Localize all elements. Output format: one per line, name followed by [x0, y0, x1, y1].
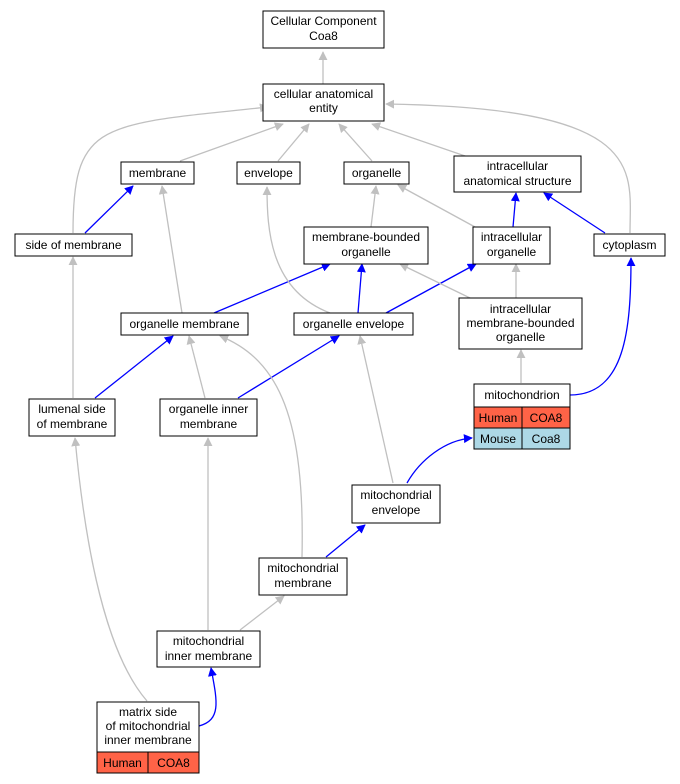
node-label: organelle envelope — [303, 317, 405, 331]
annotation-species: Human — [103, 756, 142, 770]
edge-mm-to-me — [325, 524, 366, 558]
node-label: organelle — [496, 330, 546, 344]
edge-msmim-to-mim — [198, 667, 217, 727]
node-envelope[interactable]: envelope — [236, 161, 301, 185]
edge-om-to-mbo — [213, 263, 331, 314]
node-label: membrane — [129, 166, 187, 180]
edge-mim-to-mm — [239, 595, 285, 631]
node-label: envelope — [372, 503, 421, 517]
node-label: lumenal side — [38, 402, 106, 416]
node-intracellular-membrane-bounded-organelle[interactable]: intracellular membrane-bounded organelle — [458, 297, 583, 350]
node-mitochondrial-envelope[interactable]: mitochondrial envelope — [351, 484, 441, 524]
edge-oe-to-mbo — [356, 263, 366, 314]
edge-envelope-to-cae — [277, 123, 310, 162]
annotation-species: Mouse — [480, 432, 516, 446]
node-label: membrane — [274, 576, 332, 590]
edge-mito-to-cytoplasm — [569, 257, 636, 396]
node-label: organelle — [352, 166, 402, 180]
annotation-gene: COA8 — [530, 411, 563, 425]
node-membrane[interactable]: membrane — [120, 161, 195, 185]
node-label: inner membrane — [165, 649, 253, 663]
node-label: entity — [309, 101, 338, 115]
edge-cytoplasm-to-cae — [385, 99, 631, 234]
edge-som-to-cae — [72, 103, 269, 234]
node-organelle-membrane[interactable]: organelle membrane — [120, 312, 249, 336]
annotation-gene: COA8 — [157, 756, 190, 770]
node-label: mitochondrial — [360, 488, 431, 502]
node-lumenal-side-of-membrane[interactable]: lumenal side of membrane — [28, 398, 116, 437]
edge-organelle-to-cae — [338, 123, 373, 162]
node-label: organelle — [341, 245, 391, 259]
node-label: cytoplasm — [602, 238, 656, 252]
node-label: mitochondrial — [173, 634, 244, 648]
edges — [68, 51, 636, 727]
node-label: membrane-bounded — [312, 230, 420, 244]
node-label: intracellular — [481, 230, 542, 244]
edge-om-to-membrane — [158, 185, 183, 314]
node-label: side of membrane — [25, 238, 121, 252]
edge-ias-to-cae — [371, 122, 469, 158]
node-label: membrane-bounded — [466, 316, 574, 330]
node-label: matrix side — [119, 705, 177, 719]
annotation-mouse-gene-cell — [521, 427, 571, 450]
edge-som-to-membrane — [84, 185, 134, 234]
node-organelle-inner-membrane[interactable]: organelle inner membrane — [159, 398, 258, 437]
edge-io-to-organelle — [397, 184, 476, 228]
edge-oe-to-io — [385, 263, 477, 314]
node-intracellular-anatomical-structure[interactable]: intracellular anatomical structure — [453, 155, 582, 193]
node-cellular-anatomical-entity[interactable]: cellular anatomical entity — [262, 83, 385, 122]
node-label: of mitochondrial — [106, 719, 191, 733]
node-organelle-envelope[interactable]: organelle envelope — [293, 312, 414, 336]
node-label: intracellular — [490, 302, 551, 316]
edge-oim-to-oe — [237, 335, 340, 399]
node-organelle[interactable]: organelle — [343, 161, 410, 185]
node-matrix-side-of-mitochondrial-inner-membrane[interactable]: matrix side of mitochondrial inner membr… — [96, 701, 200, 774]
node-mitochondrial-membrane[interactable]: mitochondrial membrane — [258, 557, 348, 596]
node-intracellular-organelle[interactable]: intracellular organelle — [472, 226, 551, 265]
node-label: organelle — [487, 245, 537, 259]
node-label: anatomical structure — [463, 174, 571, 188]
node-label: organelle membrane — [129, 317, 239, 331]
edge-oe-to-envelope — [262, 186, 331, 314]
edge-imbo-to-mbo — [399, 263, 471, 299]
annotation-human-gene-cell — [147, 751, 200, 774]
edge-me-to-mito — [406, 434, 473, 484]
node-label: envelope — [244, 166, 293, 180]
edge-mbo-to-organelle — [370, 185, 380, 228]
node-label: of membrane — [37, 417, 108, 431]
node-label: intracellular — [487, 159, 548, 173]
edge-cytoplasm-to-ias — [543, 192, 606, 234]
edge-membrane-to-cae — [179, 122, 284, 162]
node-side-of-membrane[interactable]: side of membrane — [14, 233, 133, 257]
node-label: mitochondrion — [484, 388, 559, 402]
edge-oim-to-om — [186, 335, 206, 399]
edge-me-to-oe — [357, 335, 394, 484]
node-membrane-bounded-organelle[interactable]: membrane-bounded organelle — [303, 226, 429, 265]
annotation-species: Human — [479, 411, 518, 425]
node-label: cellular anatomical — [274, 87, 373, 101]
node-label: inner membrane — [104, 733, 192, 747]
node-label: Cellular Component — [270, 14, 377, 28]
edge-io-to-ias — [510, 192, 520, 228]
node-mitochondrion[interactable]: mitochondrion Human COA8 Mouse Coa8 — [473, 383, 571, 450]
edge-msmim-to-lsm — [71, 437, 148, 702]
node-label: membrane — [180, 417, 238, 431]
node-label: Coa8 — [309, 29, 338, 43]
node-label: organelle inner — [169, 402, 248, 416]
node-cytoplasm[interactable]: cytoplasm — [593, 233, 666, 257]
node-cellular-component-coa8[interactable]: Cellular Component Coa8 — [262, 10, 385, 49]
edge-mm-to-om — [219, 334, 303, 558]
annotation-gene: Coa8 — [532, 432, 561, 446]
edge-lsm-to-om — [94, 335, 174, 399]
node-mitochondrial-inner-membrane[interactable]: mitochondrial inner membrane — [156, 630, 261, 668]
node-label: mitochondrial — [267, 561, 338, 575]
